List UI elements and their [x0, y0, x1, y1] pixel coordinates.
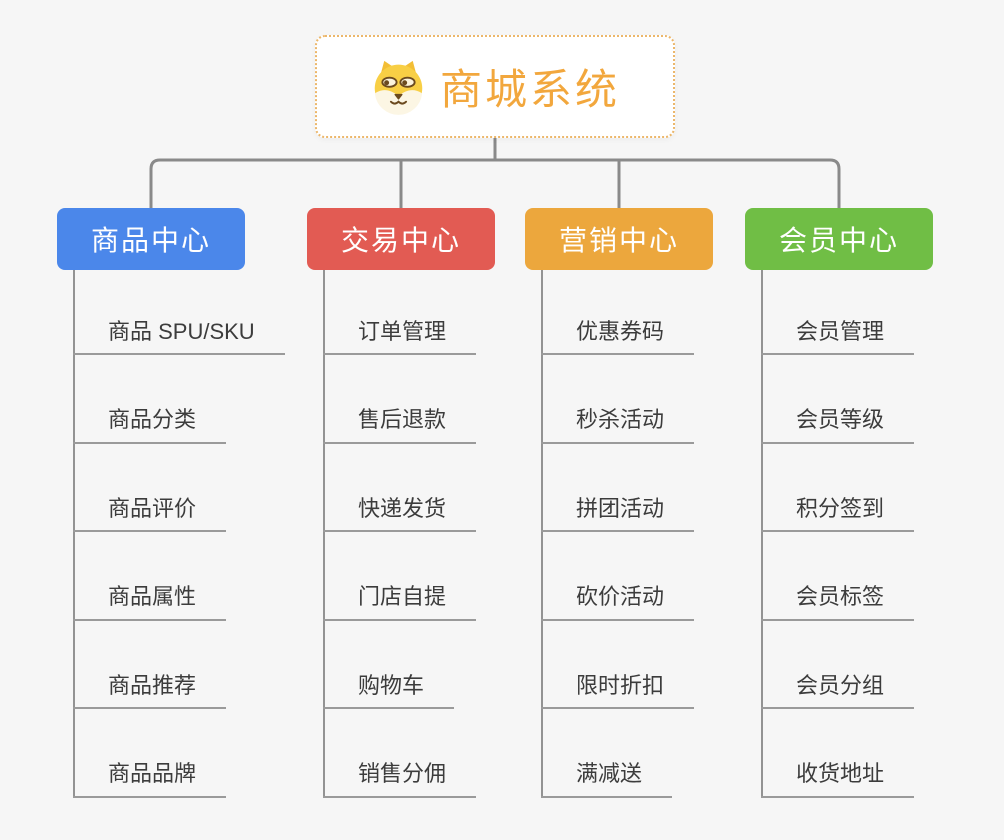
subtopic-slot: 商品推荐 — [73, 621, 285, 709]
subtopic-label[interactable]: 订单管理 — [323, 318, 477, 355]
subtopic-label[interactable]: 优惠券码 — [541, 318, 695, 355]
root-title: 商城系统 — [439, 66, 620, 113]
subtopic-slot: 售后退款 — [323, 355, 477, 444]
subtopic-slot: 销售分佣 — [323, 709, 477, 798]
subtopic-label[interactable]: 拼团活动 — [541, 495, 695, 532]
subtopic-label[interactable]: 收货地址 — [761, 760, 915, 798]
dog-face-icon — [374, 60, 423, 115]
branch-label: 会员中心 — [778, 225, 899, 256]
subtopic-label[interactable]: 商品推荐 — [73, 672, 227, 709]
branch-node-2[interactable]: 交易中心 — [307, 208, 495, 270]
subtopic-slot: 订单管理 — [323, 270, 477, 355]
subtopic-label[interactable]: 商品分类 — [73, 406, 227, 444]
subtopic-label[interactable]: 满减送 — [541, 760, 673, 798]
subtopic-slot: 会员管理 — [761, 270, 915, 355]
subtopic-slot: 购物车 — [323, 621, 476, 709]
branch-node-4[interactable]: 会员中心 — [745, 208, 933, 270]
subtopic-label[interactable]: 商品属性 — [73, 583, 227, 621]
subtopic-slot: 限时折扣 — [541, 621, 695, 709]
subtopic-label[interactable]: 售后退款 — [323, 406, 477, 444]
branch-node-1[interactable]: 商品中心 — [57, 208, 245, 270]
branch-label: 商品中心 — [90, 225, 211, 256]
subtopic-slot: 积分签到 — [761, 444, 915, 532]
subtopic-label[interactable]: 商品评价 — [73, 495, 227, 532]
subtopic-label[interactable]: 会员等级 — [761, 406, 915, 444]
branch-label: 营销中心 — [558, 225, 679, 256]
subtopic-label[interactable]: 购物车 — [323, 672, 455, 709]
subtopic-slot: 秒杀活动 — [541, 355, 695, 444]
subtopic-slot: 满减送 — [541, 709, 694, 798]
subtopic-label[interactable]: 门店自提 — [323, 583, 477, 621]
subtopic-slot: 收货地址 — [761, 709, 915, 798]
subtopic-label[interactable]: 会员管理 — [761, 318, 915, 355]
subtopic-slot: 砍价活动 — [541, 532, 695, 621]
subtopic-slot: 商品品牌 — [73, 709, 285, 798]
subtopic-label[interactable]: 砍价活动 — [541, 583, 695, 621]
branch-group: 营销中心 优惠券码 秒杀活动 拼团活动 砍价活动 限时折扣 满减送 — [525, 208, 713, 798]
branch-items: 会员管理 会员等级 积分签到 会员标签 会员分组 收货地址 — [761, 270, 915, 798]
subtopic-slot: 商品 SPU/SKU — [73, 270, 285, 355]
branch-items: 商品 SPU/SKU 商品分类 商品评价 商品属性 商品推荐 商品品牌 — [73, 270, 285, 798]
subtopic-slot: 商品属性 — [73, 532, 285, 621]
branch-items: 订单管理 售后退款 快递发货 门店自提 购物车 销售分佣 — [323, 270, 477, 798]
subtopic-label[interactable]: 秒杀活动 — [541, 406, 695, 444]
branch-group: 交易中心 订单管理 售后退款 快递发货 门店自提 购物车 销售分佣 — [307, 208, 495, 798]
subtopic-slot: 拼团活动 — [541, 444, 695, 532]
subtopic-slot: 商品分类 — [73, 355, 285, 444]
subtopic-slot: 商品评价 — [73, 444, 285, 532]
branch-items: 优惠券码 秒杀活动 拼团活动 砍价活动 限时折扣 满减送 — [541, 270, 695, 798]
branch-node-3[interactable]: 营销中心 — [525, 208, 713, 270]
subtopic-label[interactable]: 会员分组 — [761, 672, 915, 709]
branch-group: 会员中心 会员管理 会员等级 积分签到 会员标签 会员分组 收货地址 — [745, 208, 933, 798]
subtopic-slot: 优惠券码 — [541, 270, 695, 355]
subtopic-label[interactable]: 商品 SPU/SKU — [73, 318, 285, 355]
subtopic-label[interactable]: 限时折扣 — [541, 672, 695, 709]
subtopic-slot: 会员标签 — [761, 532, 915, 621]
subtopic-slot: 快递发货 — [323, 444, 477, 532]
subtopic-label[interactable]: 会员标签 — [761, 583, 915, 621]
root-node[interactable]: 商城系统 — [315, 35, 675, 138]
branch-group: 商品中心 商品 SPU/SKU 商品分类 商品评价 商品属性 商品推荐 商品品牌 — [57, 208, 285, 798]
subtopic-label[interactable]: 积分签到 — [761, 495, 915, 532]
subtopic-label[interactable]: 快递发货 — [323, 495, 477, 532]
subtopic-slot: 会员等级 — [761, 355, 915, 444]
subtopic-slot: 会员分组 — [761, 621, 915, 709]
subtopic-label[interactable]: 销售分佣 — [323, 760, 477, 798]
branch-label: 交易中心 — [340, 225, 461, 256]
subtopic-label[interactable]: 商品品牌 — [73, 760, 227, 798]
subtopic-slot: 门店自提 — [323, 532, 477, 621]
